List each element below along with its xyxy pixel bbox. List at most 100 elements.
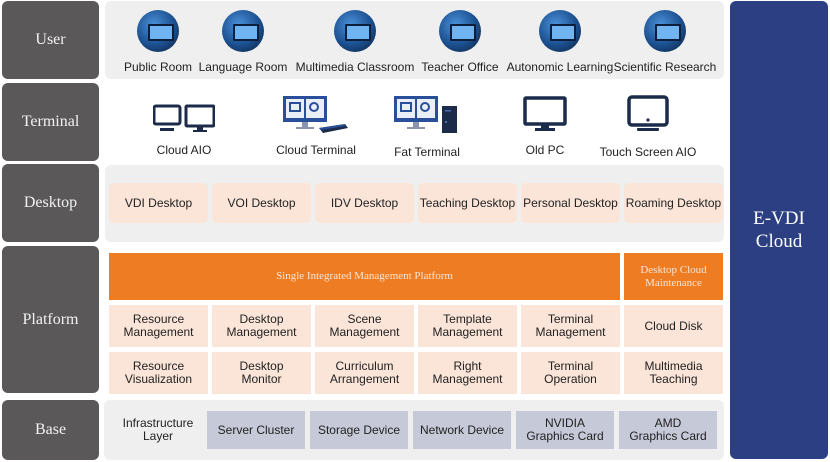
text-line: Storage Device (317, 422, 401, 437)
text-line: Visualization (124, 372, 193, 386)
text-line: Cloud Disk (644, 318, 703, 333)
terminal-item-label: Cloud AIO (156, 143, 212, 157)
text-line: Management (226, 325, 297, 339)
text-line: NVIDIA (544, 416, 585, 430)
classroom-photo-icon (334, 10, 376, 52)
text-line: Resource (132, 312, 185, 326)
text-line: Layer (142, 429, 173, 443)
text-line: Template (443, 312, 492, 326)
text-line: Infrastructure (122, 416, 194, 430)
text-line: Desktop (239, 312, 284, 326)
classroom-photo-icon (439, 10, 481, 52)
maintenance-line: Desktop Cloud (640, 263, 707, 276)
single-integrated-management-platform-bar: Single Integrated Management Platform (109, 253, 620, 300)
text-line: Multimedia (644, 359, 703, 373)
user-item-label: Teacher Office (421, 60, 499, 74)
thin-client-icon (283, 96, 349, 139)
user-item: Scientific Research (600, 0, 730, 74)
layer-label-platform: Platform (2, 246, 99, 393)
text-line: Management (535, 325, 606, 339)
user-item-label: Multimedia Classroom (295, 60, 415, 74)
terminal-item-label: Old PC (525, 143, 565, 157)
desktop-type-cell: VOI Desktop (212, 183, 311, 223)
terminal-item-label: Touch Screen AIO (599, 145, 697, 159)
hardware-label: Storage Device (317, 422, 401, 437)
text-line: Desktop (239, 359, 284, 373)
text-line: Server Cluster (217, 422, 295, 437)
terminal-item-label: Fat Terminal (394, 145, 460, 159)
desktop-tower-icon (394, 96, 460, 139)
user-item-label: Scientific Research (613, 60, 717, 74)
text-line: AMD (654, 416, 682, 430)
title-line: E-VDI (753, 208, 805, 229)
layer-label-terminal: Terminal (2, 83, 99, 161)
terminal-item-label: Cloud Terminal (276, 143, 356, 157)
platform-bar-text: Single Integrated Management Platform (276, 270, 453, 282)
text-line: Management (329, 325, 400, 339)
desktop-type-cell: IDV Desktop (315, 183, 414, 223)
text-line: Scene (347, 312, 382, 326)
text-line: Graphics Card (526, 429, 604, 443)
user-item: Teacher Office (395, 0, 525, 74)
text-line: Graphics Card (629, 429, 707, 443)
layer-label-text: Terminal (21, 113, 80, 130)
desktop-type-cell: Personal Desktop (521, 183, 620, 223)
user-item-label: Language Room (198, 60, 288, 74)
text-line: Right (453, 359, 482, 373)
hardware-cell: Server Cluster (207, 411, 305, 449)
user-item: Language Room (178, 0, 308, 74)
text-line: Network Device (419, 422, 505, 437)
text-line: Operation (544, 372, 597, 386)
all-in-one-icon (627, 95, 669, 138)
layer-label-text: Desktop (23, 194, 78, 211)
hardware-label: Network Device (419, 422, 505, 437)
user-panel (105, 1, 724, 79)
text-line: Curriculum (335, 359, 394, 373)
classroom-photo-icon (222, 10, 264, 52)
user-item: Autonomic Learning (495, 0, 625, 74)
text-line: Terminal (547, 359, 594, 373)
hardware-label: Server Cluster (217, 422, 295, 437)
platform-module-label: Cloud Disk (644, 318, 703, 333)
text-line: Arrangement (329, 372, 400, 386)
text-line: Resource (132, 359, 185, 373)
text-line: Terminal (547, 312, 594, 326)
classroom-photo-icon (539, 10, 581, 52)
desktop-type-cell: Teaching Desktop (418, 183, 517, 223)
desktop-panel (105, 165, 724, 242)
layer-label-desktop: Desktop (2, 164, 99, 242)
user-item-label: Autonomic Learning (506, 60, 614, 74)
classroom-photo-icon (137, 10, 179, 52)
title-line: Cloud (755, 231, 803, 252)
layer-label-text: Base (34, 421, 67, 438)
user-item: Public Room (93, 0, 223, 74)
monitor-icon (523, 96, 567, 137)
desktop-type-cell: Roaming Desktop (624, 183, 723, 223)
